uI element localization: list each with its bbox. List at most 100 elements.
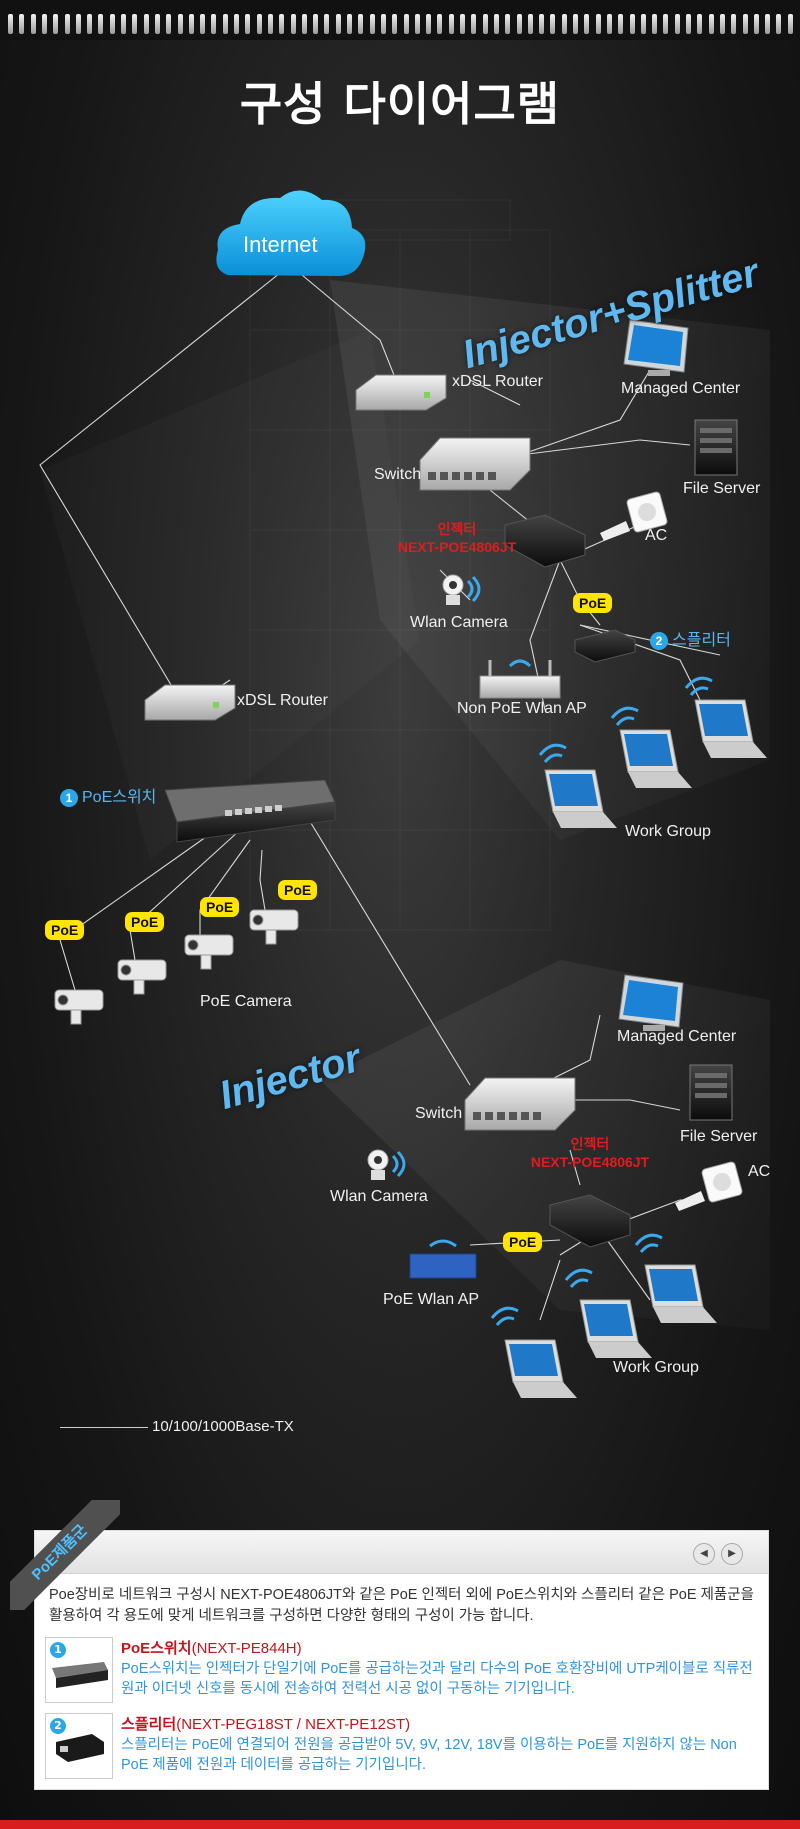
injector-model: NEXT-POE4806JT	[530, 1154, 650, 1170]
monitor-icon	[618, 974, 684, 1031]
spiral-ring	[98, 14, 104, 34]
splitter-label: 스플리터	[672, 632, 731, 649]
spiral-ring	[256, 14, 262, 34]
product-thumbnail: 2	[45, 1713, 113, 1779]
xdsl-router-icon	[355, 374, 447, 411]
spiral-ring	[64, 14, 70, 34]
spiral-ring	[211, 14, 217, 34]
panel-header: ◀ ▶	[35, 1531, 768, 1574]
poe-badge: PoE	[125, 912, 165, 932]
xdsl-router-label: xDSL Router	[237, 692, 328, 709]
laptop-icons	[544, 699, 767, 828]
ac-plug-icon	[600, 491, 668, 541]
poe-badge: PoE	[503, 1232, 543, 1252]
splitter-icon	[574, 629, 636, 663]
spiral-ring	[177, 14, 183, 34]
spiral-ring	[493, 14, 499, 34]
ap-icon	[409, 1239, 477, 1279]
file-server-label: File Server	[683, 480, 761, 497]
spiral-ring	[87, 14, 93, 34]
file-server-label: File Server	[680, 1128, 758, 1145]
laptop-icons	[504, 1264, 717, 1398]
poe-camera-icons	[54, 909, 299, 1025]
spiral-ring	[606, 14, 612, 34]
wlan-camera-label: Wlan Camera	[330, 1188, 428, 1205]
spiral-ring	[8, 14, 13, 34]
spiral-ring	[347, 14, 352, 34]
spiral-ring	[505, 14, 511, 34]
non-poe-ap-label: Non PoE Wlan AP	[457, 700, 587, 717]
spiral-ring	[41, 14, 47, 34]
spiral-ring	[267, 14, 273, 34]
injector-label: 인젝터 NEXT-POE4806JT	[392, 520, 522, 556]
spiral-ring	[109, 14, 115, 34]
item-number-badge: 2	[50, 1718, 66, 1734]
prev-button[interactable]: ◀	[693, 1543, 715, 1565]
spiral-ring	[154, 14, 160, 34]
spiral-ring	[629, 14, 635, 34]
spiral-ring	[19, 14, 25, 34]
monitor-icon	[623, 319, 689, 376]
splitter-thumb-icon	[56, 1734, 104, 1762]
spiral-ring	[324, 14, 330, 34]
injector-model: NEXT-POE4806JT	[397, 539, 517, 555]
injector-icon	[549, 1194, 631, 1248]
page-title: 구성 다이어그램	[239, 77, 561, 131]
ac-plug-icon	[675, 1161, 743, 1211]
spiral-ring	[437, 14, 443, 34]
spiral-ring	[539, 14, 545, 34]
product-name: 스플리터	[121, 1716, 177, 1733]
spiral-ring	[765, 14, 771, 34]
ribbon-corner: PoE제품군	[10, 1500, 120, 1610]
spiral-ring	[686, 14, 691, 34]
wifi-icons	[538, 676, 713, 763]
xdsl-router-label: xDSL Router	[452, 373, 543, 390]
spiral-ring	[573, 14, 578, 34]
spiral-ring	[516, 14, 522, 34]
spiral-ring	[674, 14, 680, 34]
poe-badge: PoE	[200, 897, 240, 917]
poe-badge: PoE	[45, 920, 85, 940]
spiral-ring	[414, 14, 420, 34]
spiral-ring	[132, 14, 138, 34]
spiral-ring	[753, 14, 759, 34]
spiral-ring	[188, 14, 194, 34]
spiral-ring	[460, 14, 465, 34]
spiral-ring	[426, 14, 432, 34]
switch-label: Switch	[374, 466, 422, 483]
poe-ap-label: PoE Wlan AP	[383, 1291, 480, 1308]
injector-icon	[504, 514, 586, 568]
spiral-ring	[53, 14, 59, 34]
wlan-camera-label: Wlan Camera	[410, 614, 508, 631]
managed-center-label: Managed Center	[621, 380, 741, 397]
managed-center-label: Managed Center	[617, 1028, 737, 1045]
spiral-ring	[742, 14, 748, 34]
spiral-ring	[392, 14, 398, 34]
wlan-camera-icon	[442, 574, 481, 605]
product-model: (NEXT-PE844H)	[191, 1640, 302, 1657]
panel-intro: Poe장비로 네트워크 구성시 NEXT-POE4806JT와 같은 PoE 인…	[49, 1587, 754, 1624]
spiral-ring	[640, 14, 646, 34]
spiral-binding-bar	[0, 0, 800, 40]
spiral-ring	[776, 14, 782, 34]
spiral-ring	[403, 14, 409, 34]
poe-switch-number-badge: 1	[60, 788, 78, 807]
ac-label: AC	[748, 1163, 771, 1180]
product-title: 스플리터(NEXT-PEG18ST / NEXT-PE12ST)	[121, 1713, 410, 1734]
work-group-label: Work Group	[613, 1359, 699, 1376]
item-number-badge: 1	[50, 1642, 66, 1658]
product-description: 스플리터는 PoE에 연결되어 전원을 공급받아 5V, 9V, 12V, 18…	[121, 1737, 737, 1773]
work-group-label: Work Group	[625, 823, 711, 840]
spiral-ring	[652, 14, 658, 34]
injector-name: 인젝터	[437, 521, 477, 537]
poe-badge: PoE	[573, 593, 613, 613]
spiral-ring	[584, 14, 590, 34]
spiral-ring	[279, 14, 285, 34]
cloud-icon	[216, 190, 366, 276]
splitter-number-badge: 2	[650, 631, 668, 650]
wlan-camera-icon	[367, 1149, 406, 1180]
product-description: PoE스위치는 인젝터가 단일기에 PoE를 공급하는것과 달리 다수의 PoE…	[121, 1661, 753, 1697]
next-button[interactable]: ▶	[721, 1543, 743, 1565]
footer-bar	[0, 1820, 800, 1829]
